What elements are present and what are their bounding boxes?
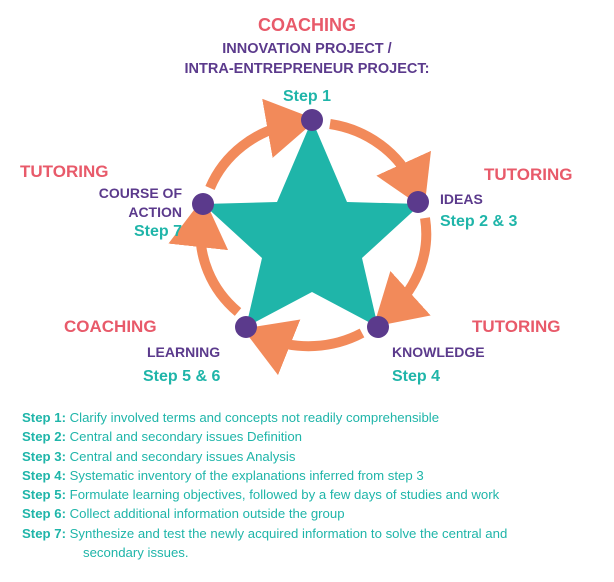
step-description: Step 6: Collect additional information o… [22, 504, 602, 523]
step-text: Clarify involved terms and concepts not … [69, 410, 440, 425]
right-upper-role-label: TUTORING [484, 165, 573, 184]
course-of-action-step-label: Step 7 [133, 223, 182, 240]
step-label: Step 7: [22, 525, 66, 541]
step-description: Step 3: Central and secondary issues Ana… [22, 447, 602, 466]
learning-step-label: Step 5 & 6 [143, 368, 221, 385]
step-text: Collect additional information outside t… [69, 506, 345, 522]
step-text: Formulate learning objectives, followed … [69, 487, 500, 503]
right-lower-role-label: TUTORING [472, 317, 561, 336]
arrow-step1-to-ideas [329, 119, 431, 209]
arrow-learning-to-action [168, 197, 242, 316]
step-text-continued: secondary issues. [83, 545, 189, 561]
top-title-line2: INTRA-ENTREPRENEUR PROJECT: [184, 61, 430, 77]
knowledge-label: KNOWLEDGE [392, 344, 485, 360]
left-lower-role-label: COACHING [64, 317, 157, 336]
course-of-action-line2: ACTION [128, 204, 182, 220]
step-description-continuation: secondary issues. [22, 543, 602, 562]
step-description: Step 2: Central and secondary issues Def… [22, 427, 602, 446]
knowledge-step-label: Step 4 [392, 368, 441, 385]
step-description: Step 5: Formulate learning objectives, f… [22, 485, 602, 504]
node-action [192, 193, 214, 215]
step-text: Central and secondary issues Analysis [69, 448, 296, 464]
cycle-diagram [168, 98, 432, 376]
arrow-ideas-to-knowledge [373, 217, 432, 327]
ideas-step-label: Step 2 & 3 [440, 213, 518, 230]
step-descriptions: Step 1: Clarify involved terms and conce… [22, 408, 602, 562]
step-label: Step 2: [22, 429, 66, 445]
node-knowledge [367, 316, 389, 338]
center-star [203, 120, 421, 327]
node-learning [235, 316, 257, 338]
ideas-label: IDEAS [440, 191, 483, 207]
arrow-knowledge-to-learning [242, 319, 365, 376]
top-title-line1: INNOVATION PROJECT / [222, 41, 392, 57]
top-step-label: Step 1 [282, 88, 331, 105]
node-step1 [301, 109, 323, 131]
left-upper-role-label: TUTORING [20, 162, 109, 181]
step-label: Step 3: [22, 448, 66, 464]
step-description: Step 4: Systematic inventory of the expl… [22, 466, 602, 485]
step-text: Central and secondary issues Definition [69, 429, 303, 445]
step-label: Step 4: [22, 467, 66, 483]
step-label: Step 5: [22, 487, 66, 503]
step-text: Systematic inventory of the explanations… [69, 467, 424, 483]
step-text: Synthesize and test the newly acquired i… [69, 525, 508, 541]
step-description: Step 7: Synthesize and test the newly ac… [22, 524, 602, 543]
step-label: Step 1: [22, 410, 66, 425]
step-description: Step 1: Clarify involved terms and conce… [22, 408, 602, 427]
node-ideas [407, 191, 429, 213]
course-of-action-line1: COURSE OF [98, 185, 182, 201]
step-label: Step 6: [22, 506, 66, 522]
learning-label: LEARNING [147, 344, 221, 360]
arrow-action-to-step1 [205, 98, 317, 191]
top-role-label: COACHING [258, 15, 356, 35]
